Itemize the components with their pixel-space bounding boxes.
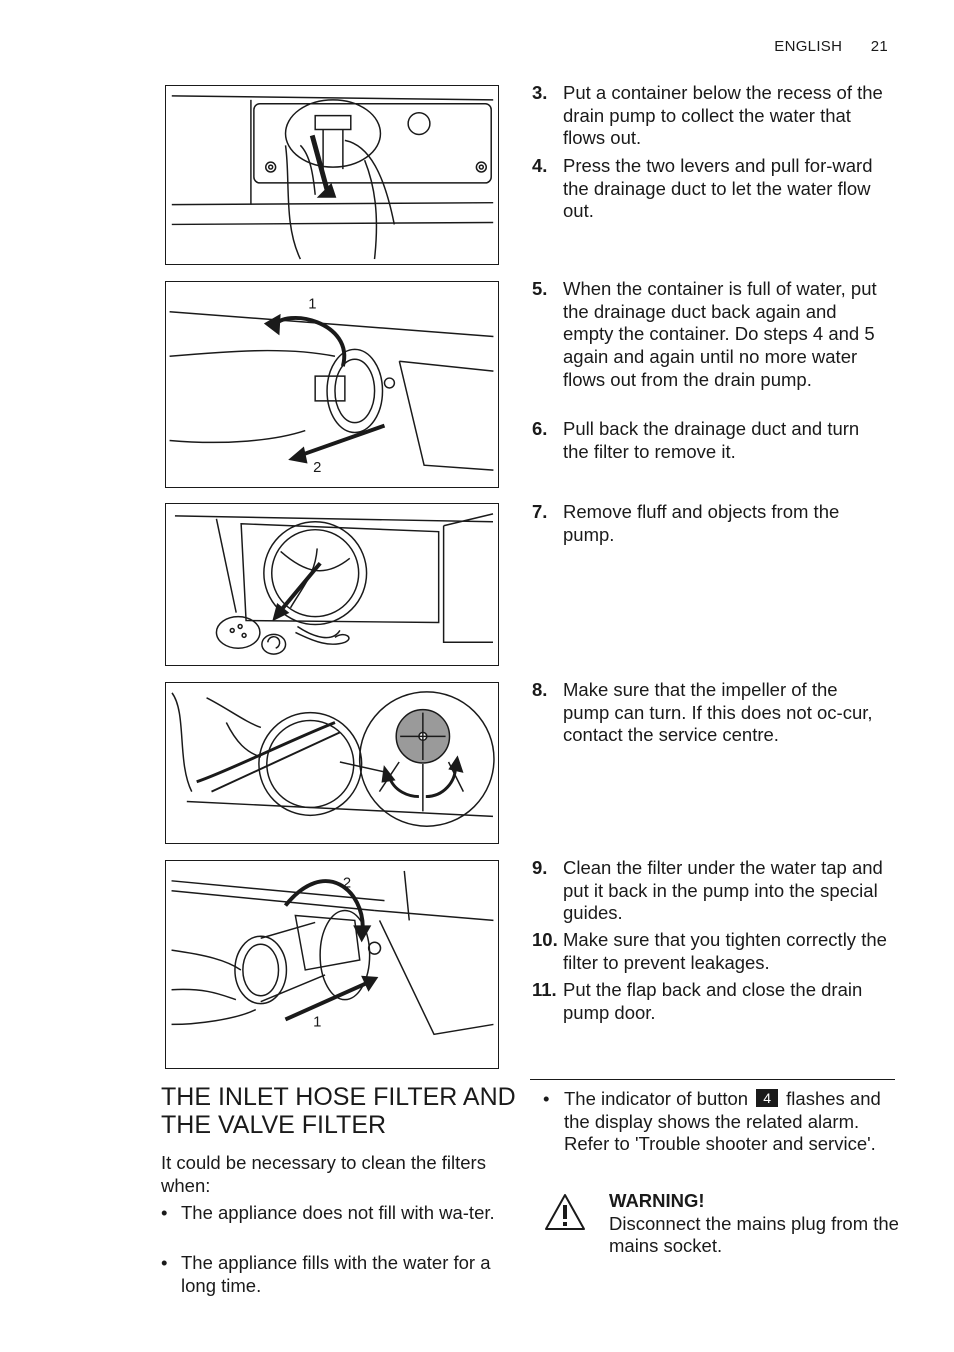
bullet-text-before: The indicator of button [564,1088,749,1109]
bullet-item: • The indicator of button 4 flashes and … [543,1088,893,1156]
bullet-symbol: • [543,1088,550,1109]
page-number: 21 [870,38,888,55]
step-6: 6. Pull back the drainage duct and turn … [532,418,887,463]
step-text: Put the flap back and close the drain pu… [563,979,863,1023]
figure-label-2: 2 [343,876,351,892]
step-text: When the container is full of water, put… [563,278,877,390]
step-9: 9. Clean the filter under the water tap … [532,857,887,925]
language-label: ENGLISH [774,38,843,55]
step-number: 7. [532,501,548,522]
illustration-put-filter-back: 2 1 [165,860,499,1069]
step-text: Press the two levers and pull for-ward t… [563,155,873,222]
page-header: ENGLISH 21 [774,38,888,55]
bullet-item: • The appliance fills with the water for… [161,1252,506,1297]
button-number-badge: 4 [756,1089,779,1107]
step-text: Put a container below the recess of the … [563,82,883,149]
bullet-text-after: flashes and the display shows the relate… [564,1088,881,1155]
step-number: 4. [532,155,548,176]
step-number: 9. [532,857,548,878]
step-number: 3. [532,82,548,103]
step-number: 11. [532,979,557,1000]
step-text: Remove fluff and objects from the pump. [563,501,840,545]
section-divider [530,1079,895,1080]
bullet-item: • The appliance does not fill with wa-te… [161,1202,506,1225]
step-number: 6. [532,418,548,439]
warning-title: WARNING! [609,1190,705,1211]
step-4: 4. Press the two levers and pull for-war… [532,155,887,223]
step-text: Make sure that the impeller of the pump … [563,679,873,746]
step-11: 11. Put the flap back and close the drai… [532,979,887,1024]
step-text: Clean the filter under the water tap and… [563,857,883,924]
figure-label-1: 1 [308,297,316,313]
figure-label-1: 1 [313,1014,321,1030]
figure-label-2: 2 [313,460,321,476]
step-number: 5. [532,278,548,299]
step-5: 5. When the container is full of water, … [532,278,887,392]
section-intro: It could be necessary to clean the filte… [161,1152,486,1196]
warning-text: Disconnect the mains plug from the mains… [609,1212,899,1257]
illustration-drain-duct-pull [165,85,499,265]
illustration-remove-objects [165,503,499,666]
section-title: THE INLET HOSE FILTER AND THE VALVE FILT… [161,1083,516,1139]
bullet-symbol: • [161,1202,168,1223]
bullet-symbol: • [161,1252,168,1273]
bullet-text: The appliance does not fill with wa-ter. [181,1202,495,1223]
illustration-impeller-check [165,682,499,844]
bullet-text: The appliance fills with the water for a… [181,1252,491,1296]
step-text: Make sure that you tighten correctly the… [563,929,887,973]
step-3: 3. Put a container below the recess of t… [532,82,887,150]
warning-box: WARNING! Disconnect the mains plug from … [609,1190,899,1258]
step-text: Pull back the drainage duct and turn the… [563,418,860,462]
step-10: 10. Make sure that you tighten correctly… [532,929,887,974]
step-number: 8. [532,679,548,700]
step-number: 10. [532,929,558,950]
warning-triangle-icon [545,1194,585,1230]
illustration-turn-filter: 1 2 [165,281,499,488]
step-8: 8. Make sure that the impeller of the pu… [532,679,887,747]
step-7: 7. Remove fluff and objects from the pum… [532,501,887,546]
